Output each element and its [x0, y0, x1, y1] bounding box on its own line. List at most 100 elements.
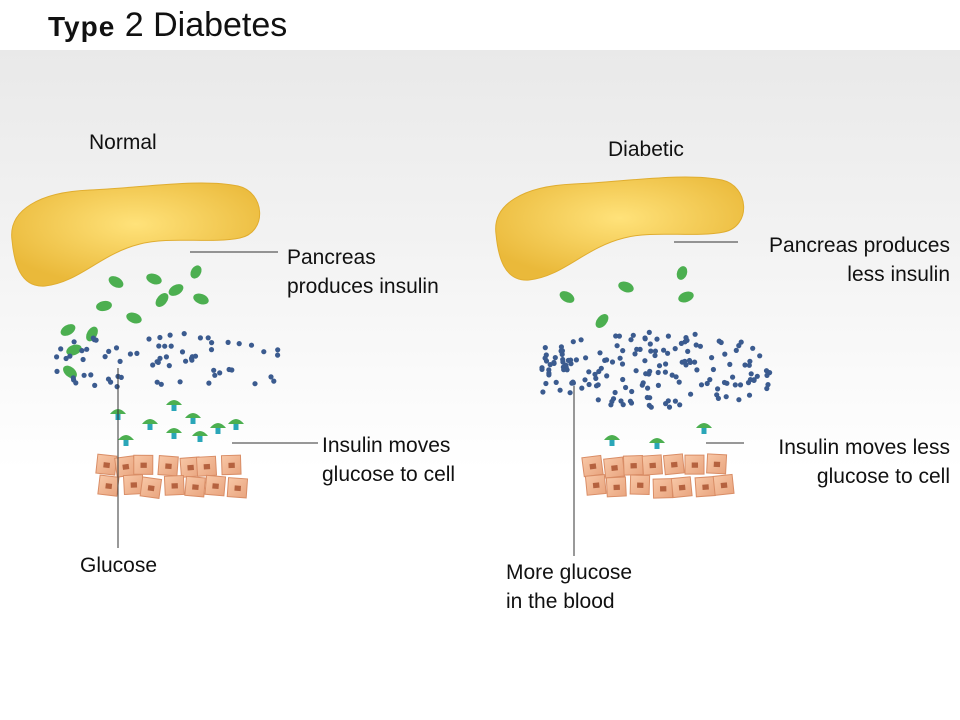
glucose-dot	[614, 343, 620, 349]
glucose-dot	[661, 347, 667, 353]
glucose-dot	[156, 343, 162, 349]
glucose-dot	[604, 373, 610, 379]
insulin-receptor	[142, 419, 158, 430]
glucose-dot	[722, 351, 728, 357]
glucose-dot	[558, 348, 564, 354]
glucose-dot	[751, 377, 757, 383]
glucose-dot	[750, 345, 756, 351]
title-bar: Type 2 Diabetes	[0, 0, 960, 50]
insulin-receptor	[166, 400, 182, 411]
glucose-dot	[81, 372, 87, 378]
glucose-dot	[206, 380, 212, 386]
glucose-dot	[92, 382, 98, 388]
glucose-dot	[208, 347, 215, 353]
cell	[204, 474, 227, 497]
glucose-dot	[746, 362, 752, 368]
glucose-dot	[692, 359, 698, 365]
glucose-dot	[693, 342, 699, 348]
glucose-dot	[236, 341, 242, 347]
glucose-dot	[673, 374, 679, 380]
label-pancreas-normal: Pancreas produces insulin	[287, 243, 439, 301]
glucose-dot	[733, 347, 739, 353]
pancreas-normal	[11, 182, 261, 287]
glucose-dot	[698, 382, 705, 388]
glucose-dot	[730, 374, 736, 380]
cell	[157, 455, 179, 477]
glucose-dot	[647, 341, 653, 347]
glucose-dot	[539, 365, 545, 371]
glucose-dot	[692, 331, 698, 337]
glucose-dot	[150, 362, 156, 368]
glucose-dot	[666, 404, 673, 410]
glucose-dot	[676, 379, 682, 385]
insulin-receptors-diabetic	[604, 423, 712, 449]
glucose-dot	[90, 335, 96, 341]
glucose-dot	[167, 332, 173, 338]
glucose-dot	[573, 357, 580, 363]
glucose-dot	[639, 382, 645, 388]
glucose-dot	[637, 346, 643, 352]
cell	[622, 454, 644, 476]
cell	[694, 476, 716, 498]
glucose-dot	[663, 361, 669, 367]
label-insulin-diabetic-line-2: glucose to cell	[816, 465, 950, 488]
glucose-dot	[737, 382, 744, 388]
insulin-receptor	[192, 431, 208, 442]
cell	[220, 454, 242, 476]
glucose-dot	[643, 371, 649, 377]
page-title: Type 2 Diabetes	[48, 6, 287, 45]
glucose-dot	[672, 346, 678, 352]
glucose-dot	[710, 366, 717, 373]
glucose-dot	[685, 348, 691, 354]
cell	[581, 454, 604, 478]
insulin-receptor	[185, 413, 201, 424]
insulin-receptor	[604, 435, 620, 446]
glucose-dot	[146, 336, 152, 342]
glucose-dot	[655, 369, 661, 376]
glucose-dot	[162, 343, 168, 349]
insulin-receptor	[118, 435, 134, 446]
glucose-dot	[226, 366, 232, 373]
glucose-dot	[620, 402, 626, 408]
glucose-dot	[598, 365, 604, 371]
glucose-dot	[656, 363, 663, 369]
glucose-dot	[687, 359, 693, 365]
glucose-dot	[586, 381, 592, 388]
insulin-receptor	[696, 423, 712, 434]
glucose-dot	[583, 355, 589, 361]
glucose-dot	[709, 355, 715, 361]
glucose-dot	[736, 397, 742, 403]
glucose-dot	[84, 346, 90, 352]
glucose-dot	[157, 334, 163, 341]
glucose-dot	[113, 345, 120, 351]
glucose-dot	[570, 379, 576, 385]
glucose-dot	[747, 358, 753, 364]
label-pancreas-diabetic: Pancreas produces less insulin	[769, 231, 950, 289]
glucose-dot	[54, 368, 60, 374]
glucose-dot	[652, 352, 658, 359]
glucose-dot	[252, 381, 258, 387]
cell	[684, 454, 705, 475]
label-insulin-normal-line-1: Insulin moves	[322, 434, 451, 457]
glucose-dot	[688, 391, 694, 397]
glucose-dot	[570, 339, 576, 345]
cell	[195, 455, 218, 477]
glucose-dot	[647, 368, 653, 374]
glucose-dot	[608, 402, 614, 408]
glucose-dot	[102, 354, 108, 360]
label-insulin-diabetic-line-1: Insulin moves less	[778, 436, 950, 459]
cell	[712, 473, 735, 496]
glucose-dot	[189, 357, 195, 363]
label-insulin-diabetic: Insulin moves less glucose to cell	[778, 433, 950, 491]
cell	[179, 456, 201, 478]
insulin-receptors-normal	[110, 400, 244, 446]
glucose-dot	[672, 398, 679, 404]
glucose-dot	[557, 387, 563, 393]
glucose-dot	[707, 377, 713, 383]
cell	[139, 476, 163, 499]
glucose-dot	[662, 369, 669, 375]
cell	[184, 475, 206, 498]
glucose-dot	[127, 351, 133, 357]
glucose-dot	[177, 379, 183, 385]
insulin-receptor	[166, 428, 182, 439]
